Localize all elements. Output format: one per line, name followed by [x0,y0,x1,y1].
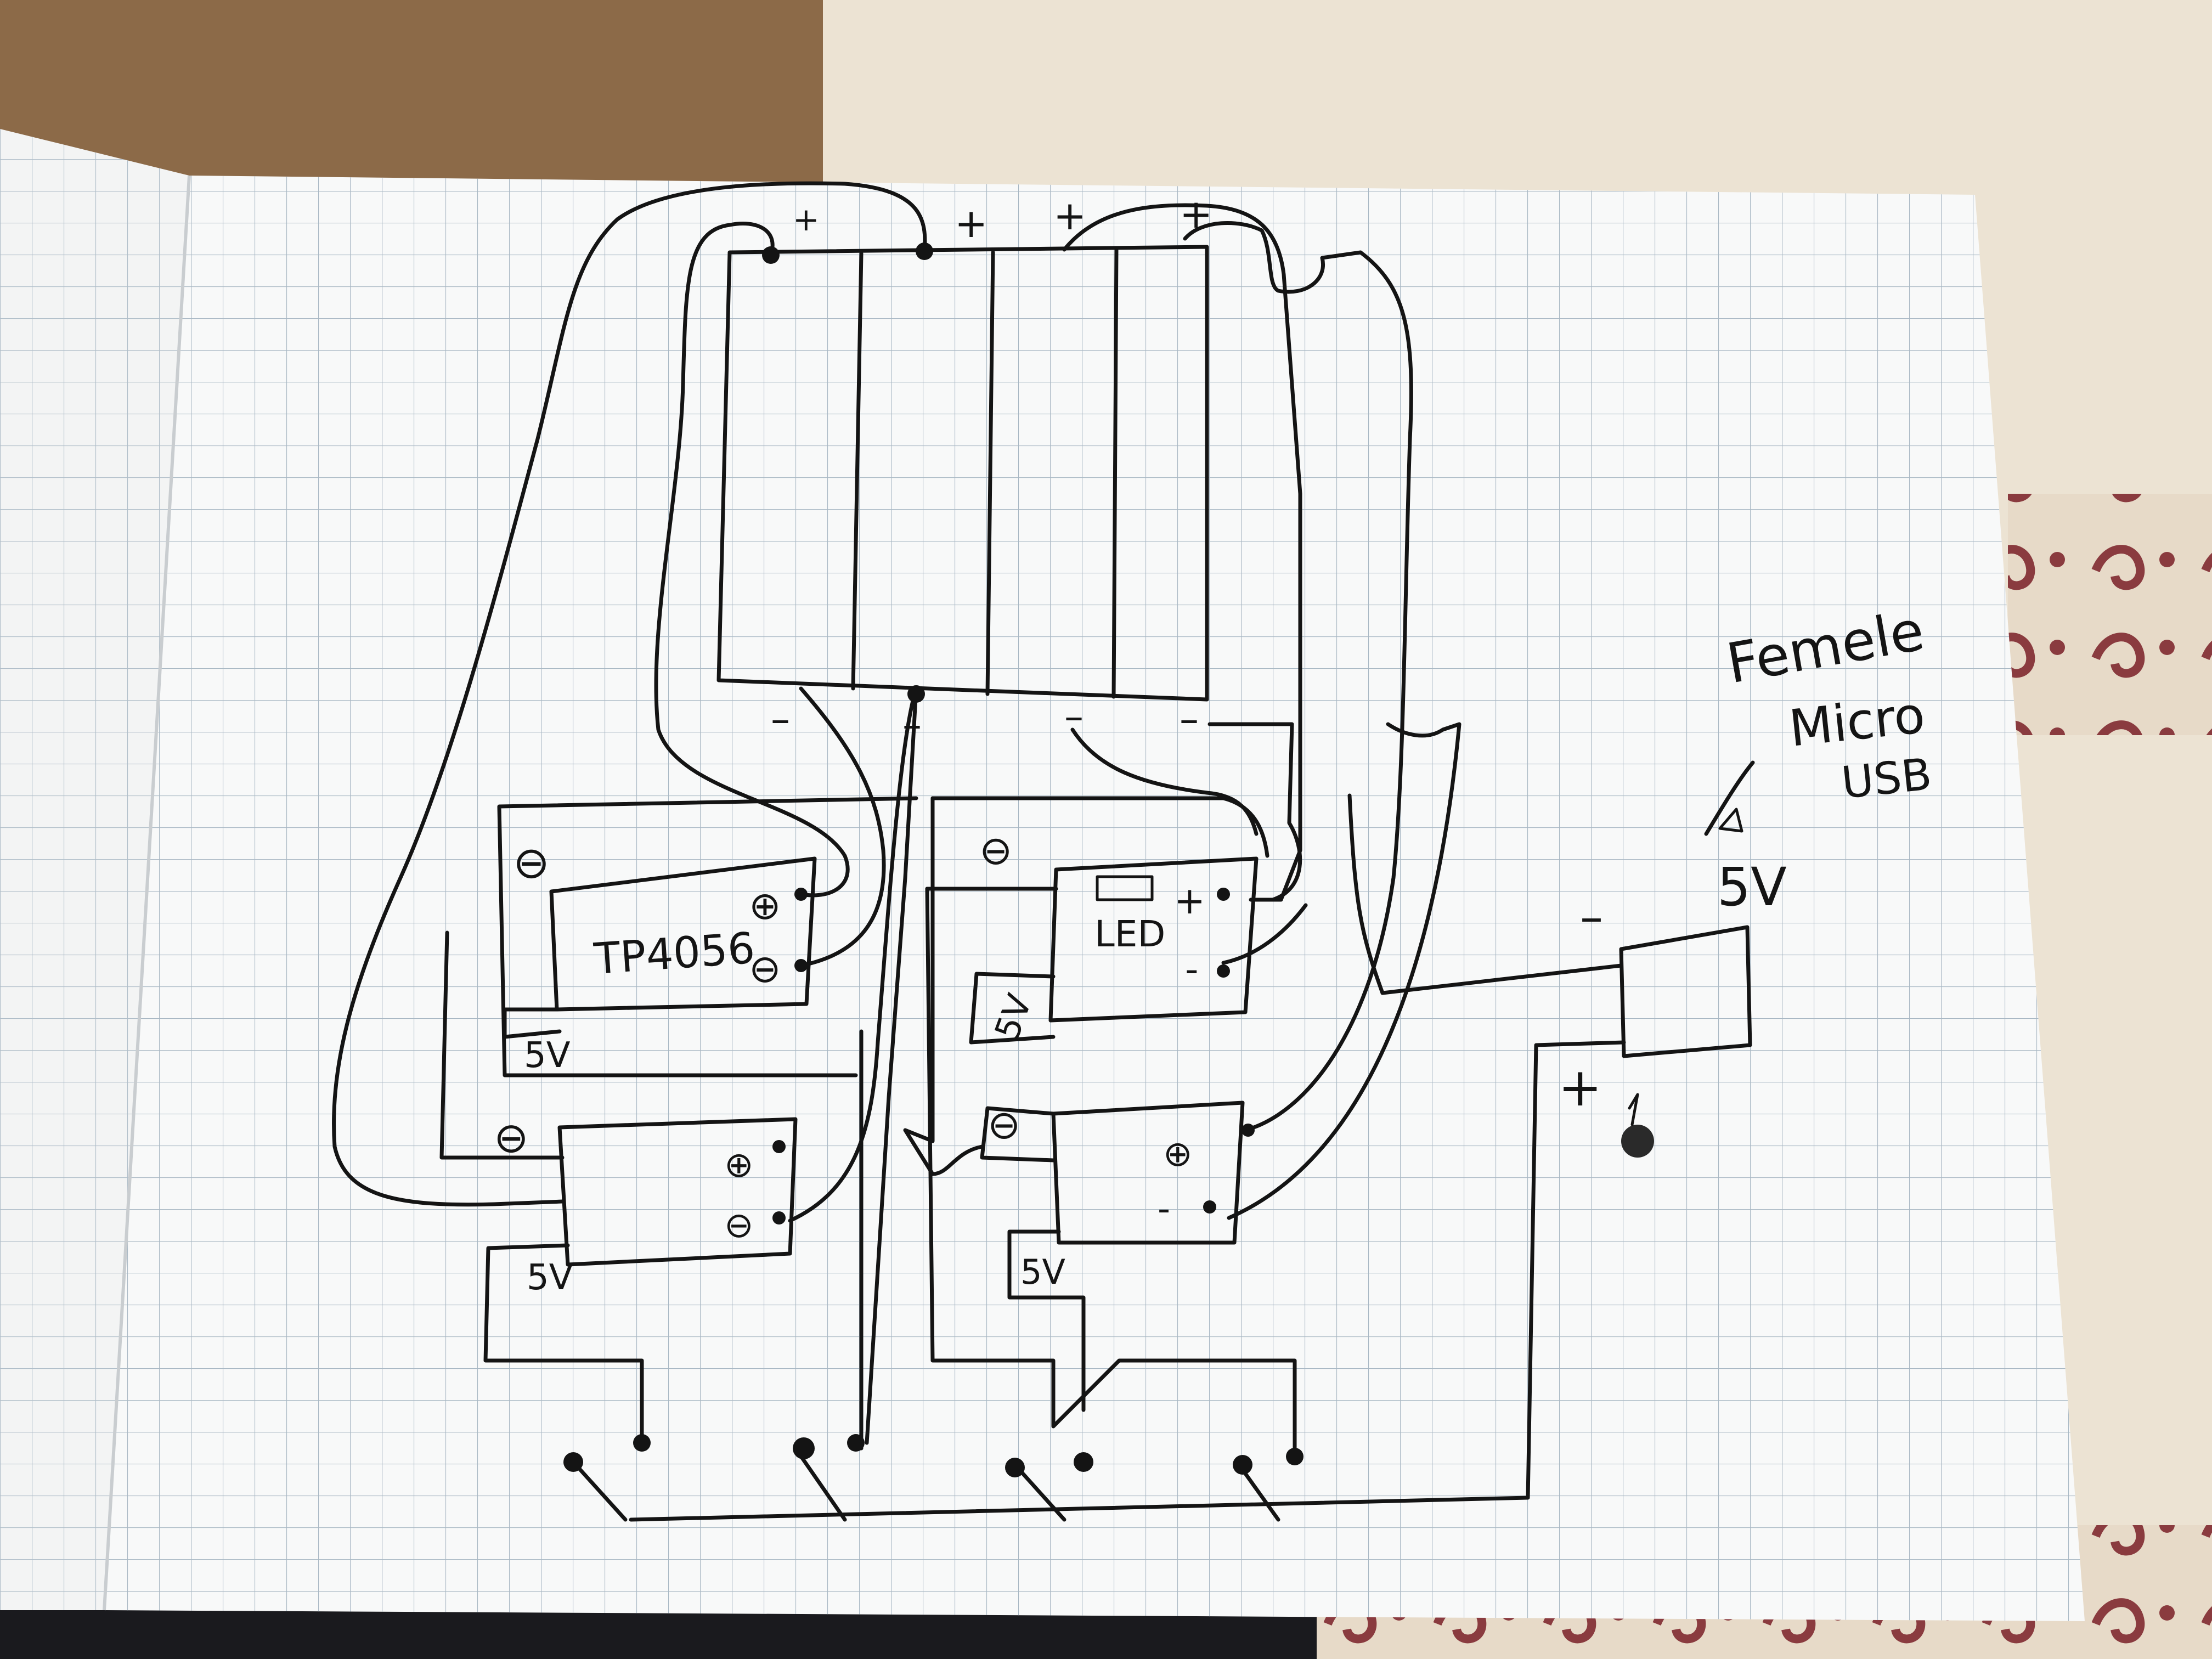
fabric-pattern-right [2008,494,2212,735]
scribbled-mark [1621,1093,1654,1158]
charger-bottom-pin-minus: ⊖ [724,1205,754,1246]
right-page-grid [104,176,2085,1621]
led-bottom-pin-minus: - [1158,1189,1170,1229]
page-fold [103,175,191,1611]
left-page-grid [0,129,189,1610]
usb-plus-label: + [1558,1057,1602,1118]
battery-pack [716,245,1209,702]
led-top-pin-plus: + [1174,879,1205,923]
led-bottom-input-5v: 5V [1020,1252,1065,1292]
charger-bottom-pin-plus: ⊕ [724,1145,754,1186]
charger-top-pin-minus: ⊖ [749,946,781,991]
usb-title-line3: USB [1839,748,1934,809]
wiring [332,181,1462,1522]
charger-top-module [497,796,918,1077]
charger-top-input-minus: ⊖ [513,837,550,888]
terminal-dots [563,242,1304,1477]
usb-minus-label: – [1580,890,1603,944]
usb-port-box [629,760,1755,1522]
charger-bottom-input-minus: ⊖ [494,1113,529,1162]
battery-minus-1: – [771,697,790,742]
led-bottom-module [980,1101,1245,1412]
charger-bottom-module [439,930,798,1445]
charger-bottom-input-5v: 5V [527,1257,573,1298]
led-bottom-pin-plus: ⊕ [1163,1134,1193,1175]
led-bottom-input-minus: ⊖ [988,1102,1020,1148]
charger-top-label: TP4056 [592,924,757,984]
led-top-pin-minus: - [1185,948,1199,991]
usb-title-line2: Micro [1786,686,1927,758]
led-top-input-minus: ⊖ [979,827,1012,873]
led-top-label: LED [1094,913,1165,955]
battery-plus-1: + [793,201,820,238]
battery-minus-4: – [1180,697,1199,742]
charger-top-pin-plus: ⊕ [749,883,781,928]
charger-top-input-5v: 5V [524,1035,571,1076]
battery-plus-2: + [955,200,988,246]
led-top-module [925,796,1269,1045]
usb-voltage-label: 5V [1717,856,1787,918]
